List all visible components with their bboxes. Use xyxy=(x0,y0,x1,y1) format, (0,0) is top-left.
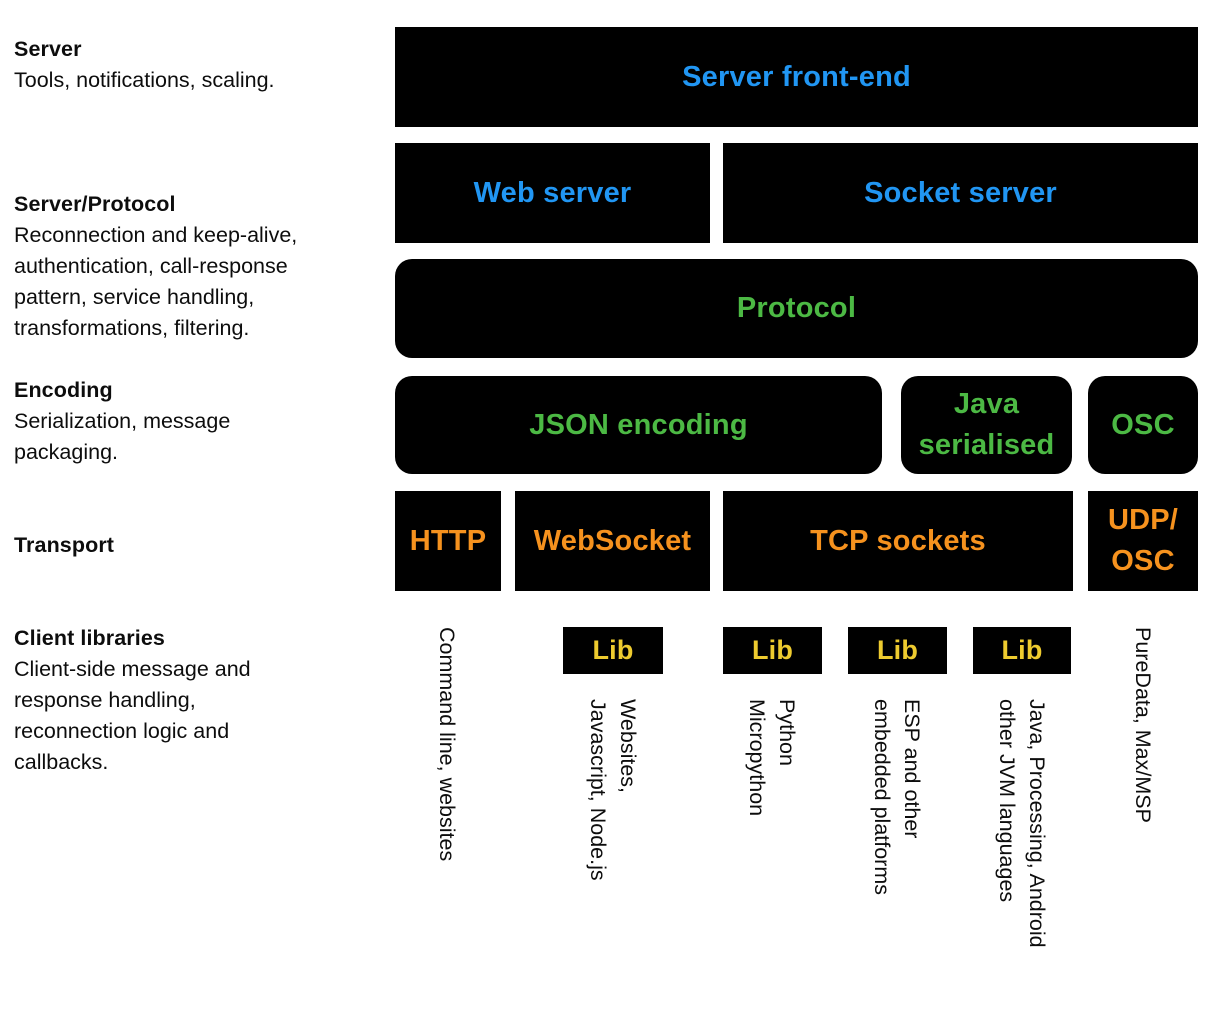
box-web-server: Web server xyxy=(395,143,710,243)
box-tcp-sockets: TCP sockets xyxy=(723,491,1073,591)
box-udp-osc: UDP/ OSC xyxy=(1088,491,1198,591)
label-section-encoding: Encoding Serialization, message packagin… xyxy=(14,375,386,468)
client-label-websites-js: Websites, Javascript, Node.js xyxy=(586,699,640,881)
box-lib-jvm: Lib xyxy=(973,627,1071,674)
label-heading-encoding: Encoding xyxy=(14,378,113,402)
box-osc: OSC xyxy=(1088,376,1198,474)
box-json-encoding: JSON encoding xyxy=(395,376,882,474)
client-label-jvm: Java, Processing, Android other JVM lang… xyxy=(995,699,1049,948)
client-label-python: Python Micropython xyxy=(745,699,799,817)
box-java-serialised: Java serialised xyxy=(901,376,1072,474)
label-section-server: Server Tools, notifications, scaling. xyxy=(14,34,386,96)
label-heading-transport: Transport xyxy=(14,533,115,557)
box-socket-server: Socket server xyxy=(723,143,1198,243)
box-lib-websites: Lib xyxy=(563,627,663,674)
label-body-client-libraries: Client-side message and response handlin… xyxy=(14,657,251,774)
box-websocket: WebSocket xyxy=(515,491,710,591)
label-section-transport: Transport xyxy=(14,530,386,561)
client-label-command-line: Command line, websites xyxy=(435,627,459,862)
label-body-server-protocol: Reconnection and keep-alive, authenticat… xyxy=(14,223,298,340)
box-protocol: Protocol xyxy=(395,259,1198,358)
label-heading-server-protocol: Server/Protocol xyxy=(14,192,176,216)
label-body-server: Tools, notifications, scaling. xyxy=(14,68,275,92)
label-heading-client-libraries: Client libraries xyxy=(14,626,165,650)
client-label-puredata: PureData, Max/MSP xyxy=(1131,627,1155,823)
label-heading-server: Server xyxy=(14,37,82,61)
box-lib-esp: Lib xyxy=(848,627,947,674)
box-http: HTTP xyxy=(395,491,501,591)
client-label-esp: ESP and other embedded platforms xyxy=(870,699,924,895)
box-server-front-end: Server front-end xyxy=(395,27,1198,127)
label-body-encoding: Serialization, message packaging. xyxy=(14,409,231,464)
label-section-client-libraries: Client libraries Client-side message and… xyxy=(14,623,386,778)
label-section-server-protocol: Server/Protocol Reconnection and keep-al… xyxy=(14,189,386,344)
box-lib-python: Lib xyxy=(723,627,822,674)
